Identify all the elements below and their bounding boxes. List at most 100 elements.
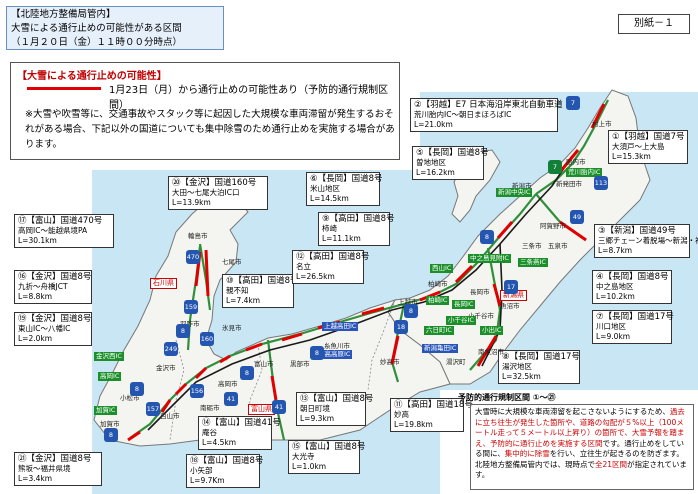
- ic-yuzawa: 新潟亀田IC: [422, 344, 459, 353]
- ic-nakanoshima: 中之島見附IC: [468, 254, 511, 263]
- restriction-21: [127, 430, 141, 442]
- restriction-5: [454, 264, 474, 284]
- road-sign-160: 160: [200, 332, 214, 346]
- preventive-text7: 全21区間: [595, 459, 628, 469]
- restriction-13: [245, 342, 263, 352]
- ic-kashiwazaki: 柏崎IC: [426, 296, 450, 305]
- restriction-16: [174, 382, 188, 396]
- place-ojiya: 小千谷市: [468, 312, 494, 320]
- legend-title: 【大雪による通行止めの可能性】: [17, 71, 167, 82]
- ic-joetsu: 上越高田IC: [322, 322, 359, 331]
- legend-line-description: 1月23日（月）から通行止めの可能性あり（予防的通行規制区間）: [109, 85, 389, 111]
- legend-note: ※大雪や吹雪等に、交通事故やスタック等に起因した大規模な車両滞留が発生するおそれ…: [25, 109, 395, 150]
- place-shibata: 新発田市: [556, 180, 582, 188]
- preventive-text3: です。: [602, 438, 625, 448]
- road-sign-156: 156: [190, 384, 204, 398]
- road-sign-41: 41: [272, 400, 286, 414]
- road-sign-8f: 8: [130, 382, 144, 396]
- place-kanazawa: 金沢市: [156, 364, 176, 372]
- ic-myoko: 妙高高原IC: [316, 350, 353, 359]
- restriction-4: [496, 221, 514, 239]
- ic-koide: 小出IC: [480, 326, 504, 335]
- place-niigata: 新潟市: [512, 182, 532, 190]
- road-sign-7b: 7: [548, 160, 562, 174]
- preventive-text5: 集中的に除雪: [504, 449, 550, 458]
- road-sign-8b: 8: [404, 304, 418, 318]
- place-itoigawa: 糸魚川市: [324, 342, 350, 350]
- road-sign-8c: 8: [310, 346, 324, 360]
- preventive-title: 予防的通行規制区間 ①～㉑: [458, 393, 556, 402]
- place-komatsu: 小松市: [120, 394, 140, 402]
- preventive-text4: 通行止めをしている間に、: [475, 438, 685, 459]
- header-line3: （１月２０日（金）１１時００分時点）: [11, 37, 183, 48]
- restriction-14: [270, 375, 278, 401]
- restriction-7: [492, 283, 502, 307]
- road-sign-113: 113: [594, 176, 608, 190]
- place-uonuma: 魚沼市: [500, 302, 520, 310]
- place-myoko: 妙高市: [380, 358, 400, 366]
- header-line2: 大雪による通行止めの可能性がある区間: [11, 23, 182, 34]
- header-box: 【北陸地方整備局管内】 大雪による通行止めの可能性がある区間 （１月２０日（金）…: [6, 6, 224, 50]
- ic-oguni: 小千谷IC: [446, 316, 476, 325]
- restriction-11: [390, 335, 400, 365]
- place-hakusan: 白山市: [160, 412, 180, 420]
- preventive-text2: 過去に立ち往生が発生した箇所や、道路の勾配が５%以上（100メートル走って５メー…: [475, 407, 685, 448]
- ic-kanazawa: 金沢西IC: [94, 352, 124, 361]
- place-kurobe: 黒部市: [290, 360, 310, 368]
- place-sanjo: 三条市: [522, 242, 542, 250]
- ic-shinchuo: 新潟中央IC: [496, 188, 533, 197]
- ic-takaoka: 高岡IC: [98, 372, 122, 381]
- header-line1: 【北陸地方整備局管内】: [11, 9, 116, 20]
- prefecture-border: [169, 299, 396, 441]
- pref-toyama: 富山県: [248, 404, 275, 415]
- pref-ishikawa: 石川県: [150, 278, 177, 289]
- ic-arakawa: 荒川胎内IC: [566, 168, 603, 177]
- restriction-19: [160, 399, 172, 413]
- restriction-3: [559, 220, 587, 242]
- road-sign-49: 49: [570, 210, 584, 224]
- restriction-20: [204, 249, 210, 297]
- ic-muikamachi: 六日町IC: [424, 326, 454, 335]
- annex-label: 別紙－１: [618, 14, 690, 34]
- place-yuzawa: 湯沢町: [446, 358, 466, 366]
- place-nanto: 南砺市: [200, 404, 220, 412]
- road-sign-17: 17: [504, 280, 518, 294]
- place-murakami: 村上市: [592, 120, 612, 128]
- expressway-line-3: [481, 243, 503, 367]
- place-minamiuonuma: 南魚沼市: [478, 348, 504, 356]
- restriction-18: [194, 366, 208, 380]
- road-sign-159: 159: [184, 300, 198, 314]
- place-tainai: 胎内市: [566, 158, 586, 166]
- road-sign-8g: 8: [104, 428, 118, 442]
- place-nagaoka: 長岡市: [470, 288, 490, 296]
- restriction-15: [219, 354, 231, 364]
- road-sign-8e: 8: [176, 324, 190, 338]
- road-sign-157: 157: [146, 402, 160, 416]
- preventive-text8: が指定されています。: [475, 459, 687, 480]
- road-sign-8d: 8: [240, 366, 254, 380]
- restriction-1: [590, 103, 606, 129]
- place-agano: 阿賀野市: [540, 222, 566, 230]
- restriction-12: [281, 332, 303, 342]
- restriction-2: [558, 149, 580, 173]
- place-himi: 氷見市: [222, 324, 242, 332]
- place-gosen: 五泉市: [548, 242, 568, 250]
- road-sign-7a: 7: [566, 96, 580, 110]
- preventive-text1: 大雪時に大規模な車両滞留を起こさないようにするため、: [475, 407, 670, 416]
